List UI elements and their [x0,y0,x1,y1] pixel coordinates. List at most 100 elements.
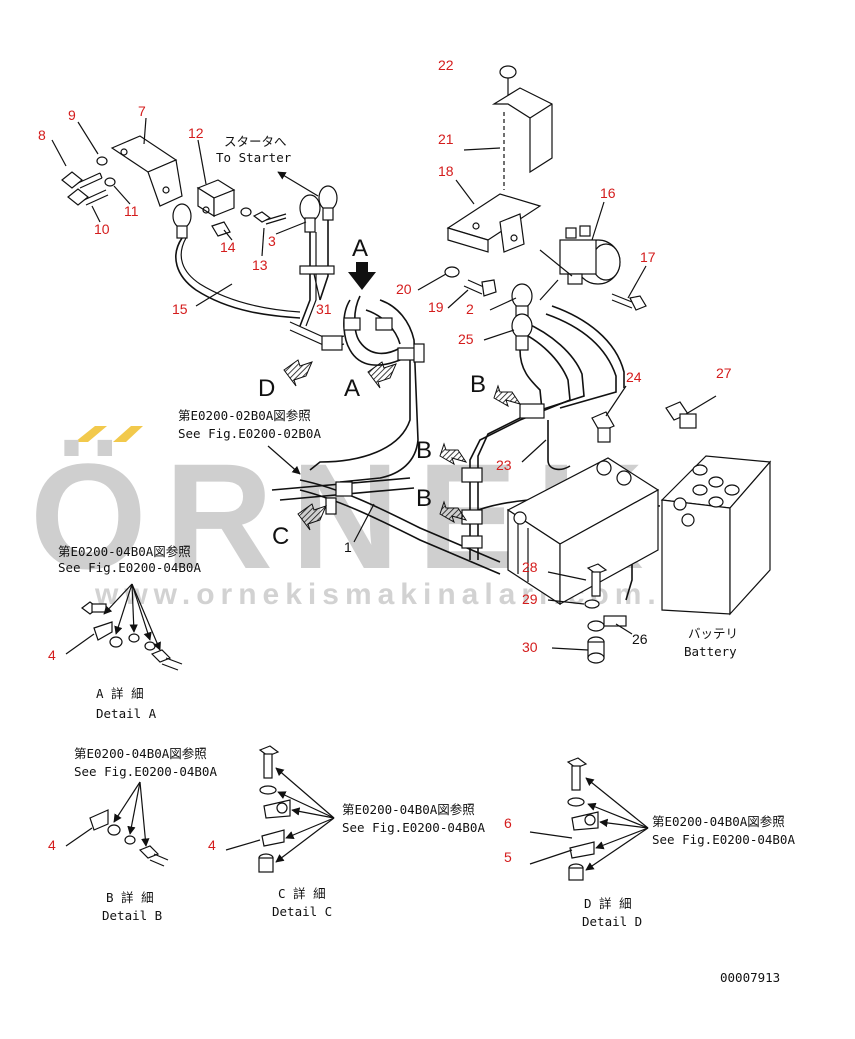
view-letter-b-1: B [470,371,486,398]
ref-d-jp: 第E0200-04B0A図参照 [652,814,785,829]
relay-bracket-assembly [61,135,338,327]
cable-15 [175,237,301,319]
view-d-arrow-icon [283,359,313,387]
terminal-boot-icon [172,203,192,239]
callout-16: 16 [600,185,616,201]
callout-5: 5 [504,849,512,865]
cover-21-icon [491,87,553,174]
nut-30-icon [587,636,605,664]
ref-a-jp: 第E0200-04B0A図参照 [58,544,191,559]
view-b-arrow-2-icon [439,442,468,466]
callout-18: 18 [438,163,454,179]
detail-b: B 詳 細 Detail B [65,781,169,923]
view-b-arrow-3-icon [439,500,468,524]
terminal-27-icon [665,401,697,429]
view-letters: A A D B B B C [258,235,486,550]
callout-2: 2 [466,301,474,317]
view-c-arrow-icon [297,503,327,531]
bolt-8-icon [61,171,103,189]
detail-a: A 詳 細 Detail A [65,583,183,721]
knob-22-icon [499,65,517,79]
cable-15-inner [180,237,301,313]
battery-relay-assembly [444,65,647,311]
detail-c-jp: C 詳 細 [278,886,326,901]
relay-12-icon [196,179,236,218]
view-letter-d: D [258,375,275,402]
callout-20: 20 [396,281,412,297]
terminal-boot-3-icon [299,185,338,233]
ref-a-en: See Fig.E0200-04B0A [58,560,201,575]
to-starter-arrow [277,171,319,197]
view-b-arrow-1-icon [493,384,522,408]
main-harness [271,283,661,601]
detail-d: D 詳 細 Detail D [529,757,649,929]
callout-4-c: 4 [208,837,216,853]
detail-a-en: Detail A [96,706,157,721]
bolt-17-icon [611,293,647,311]
callout-15: 15 [172,301,188,317]
bolt-10-icon [67,188,109,206]
callout-6: 6 [504,815,512,831]
callout-29: 29 [522,591,538,607]
to-starter-en: To Starter [216,150,292,165]
washer-11-icon [104,177,116,187]
callout-3: 3 [268,233,276,249]
washer-29-icon [584,599,600,609]
view-letter-a-top: A [352,235,368,262]
detail-b-jp: B 詳 細 [106,890,154,905]
detail-b-en: Detail B [102,908,162,923]
to-starter-jp: スタータへ [224,134,287,149]
bracket-7-icon [110,135,183,207]
callout-11: 11 [124,203,139,219]
callout-31: 31 [316,301,332,317]
watermark-accent-left [75,426,107,442]
callout-19: 19 [428,299,444,315]
terminal-24-icon [591,411,615,443]
callout-25: 25 [458,331,474,347]
callout-4-b: 4 [48,837,56,853]
callout-24: 24 [626,369,642,385]
callout-26: 26 [632,631,648,647]
callout-21: 21 [438,131,454,147]
view-letter-a-side: A [344,375,360,402]
view-letter-c: C [272,523,289,550]
callout-28: 28 [522,559,538,575]
battery-relay-16-icon [559,225,621,285]
watermark-accent-right [113,426,143,442]
callout-30: 30 [522,639,538,655]
callout-1: 1 [344,539,352,555]
battery-icon [506,455,772,616]
clamp-31-icon [299,265,335,275]
bolt-13-icon [252,211,287,225]
battery-label-en: Battery [684,644,737,659]
view-arrows [283,262,522,531]
notes: スタータへ To Starter 第E0200-02B0A図参照 See Fig… [58,134,795,847]
callouts: 8 9 7 12 10 11 14 13 3 15 31 22 21 18 16… [38,57,732,865]
detail-d-jp: D 詳 細 [584,896,632,911]
detail-a-jp: A 詳 細 [96,686,144,701]
ref-d-en: See Fig.E0200-04B0A [652,832,795,847]
ref-main-en: See Fig.E0200-02B0A [178,426,321,441]
bolt-28-icon [586,563,608,597]
callout-12: 12 [188,125,204,141]
view-letter-b-2: B [416,437,432,464]
ref-main-jp: 第E0200-02B0A図参照 [178,408,311,423]
terminal-boot-25-icon [511,313,533,351]
detail-d-en: Detail D [582,914,642,929]
callout-17: 17 [640,249,656,265]
detail-c: C 詳 細 Detail C [225,745,335,919]
view-letter-b-3: B [416,485,432,512]
callout-4-a: 4 [48,647,56,663]
detail-c-en: Detail C [272,904,332,919]
callout-10: 10 [94,221,110,237]
callout-23: 23 [496,457,512,473]
ref-c-jp: 第E0200-04B0A図参照 [342,802,475,817]
ref-b-jp: 第E0200-04B0A図参照 [74,746,207,761]
ref-b-en: See Fig.E0200-04B0A [74,764,217,779]
callout-14: 14 [220,239,236,255]
callout-27: 27 [716,365,732,381]
callout-22: 22 [438,57,454,73]
watermark-url: www.ornekismakinalari.com.tr [94,578,695,611]
washer-20-icon [444,266,460,278]
